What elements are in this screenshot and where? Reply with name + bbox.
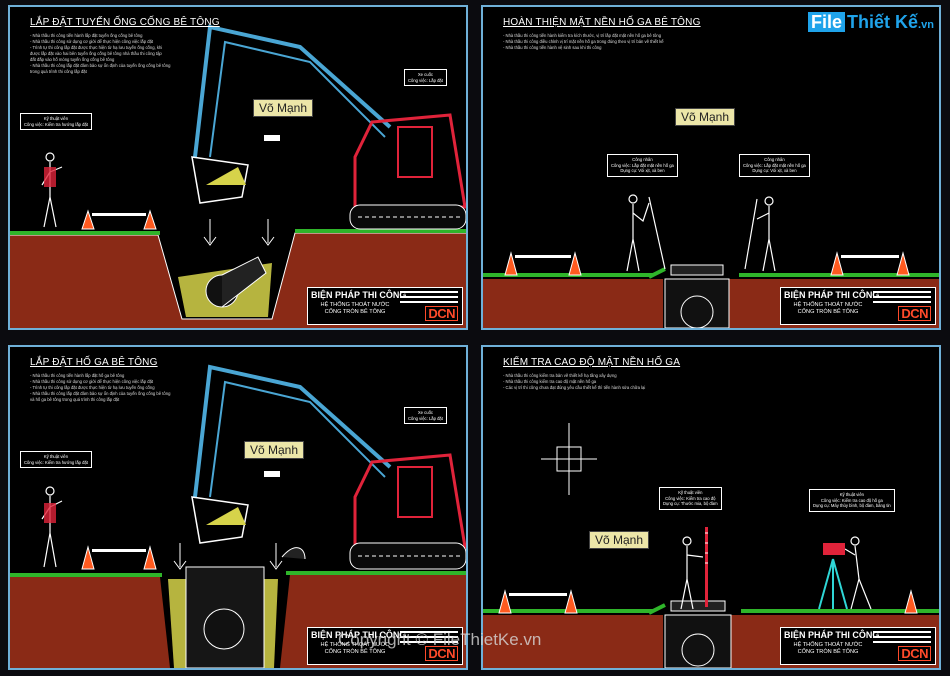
note-line: - Nhà thầu thi công kiểm tra bản vẽ thiế… bbox=[503, 373, 617, 378]
note-line: - Trình tự thi công lắp đặt được thực hi… bbox=[30, 45, 163, 50]
author-tag: Võ Mạnh bbox=[675, 108, 736, 126]
note-line: - Các vị trí thi công chưa đạt đúng yêu … bbox=[503, 385, 646, 390]
note-line: được lắp đặt vào hai bên tuyến ống cống … bbox=[30, 51, 162, 56]
panel-install-manhole: LẮP ĐẶT HỐ GA BÊ TÔNG - Nhà thầu thi côn… bbox=[8, 345, 468, 670]
note-line: - Nhà thầu thi công điều chỉnh vị trí mặ… bbox=[503, 39, 664, 44]
dcn-logo: DCN bbox=[898, 306, 931, 321]
dcn-logo: DCN bbox=[425, 306, 458, 321]
dcn-logo: DCN bbox=[425, 646, 458, 661]
title-block-lines bbox=[400, 291, 458, 306]
note-line: - Nhà thầu thi công tiến hành lắp đặt hố… bbox=[30, 373, 125, 378]
author-tag: Võ Mạnh bbox=[589, 531, 650, 549]
author-tag: Võ Mạnh bbox=[253, 99, 314, 117]
panel-title: KIỂM TRA CAO ĐỘ MẶT NỀN HỐ GA bbox=[503, 357, 681, 368]
note-line: - Nhà thầu thi công sử dụng cơ giới để t… bbox=[30, 379, 154, 384]
note-line: - Trình tự thi công lắp đặt được thực hi… bbox=[30, 385, 155, 390]
note-line: - Nhà thầu thi công tiến hành vệ sinh sa… bbox=[503, 45, 602, 50]
note-line: trong quá trình thi công lắp đặt bbox=[30, 69, 87, 74]
panel-title: HOÀN THIỆN MẶT NỀN HỐ GA BÊ TÔNG bbox=[503, 17, 701, 28]
panel-notes: - Nhà thầu thi công kiểm tra bản vẽ thiế… bbox=[503, 373, 733, 391]
note-line: và hố ga bê tông trong quá trình thi côn… bbox=[30, 397, 120, 402]
note-line: - Nhà thầu thi công sử dụng cơ giới để t… bbox=[30, 39, 154, 44]
note-line: - Nhà thầu thi công kiểm tra cao độ mặt … bbox=[503, 379, 597, 384]
panel-notes: - Nhà thầu thi công tiến hành lắp đặt hố… bbox=[30, 373, 210, 403]
panel-title: LẮP ĐẶT TUYẾN ỐNG CỐNG BÊ TÔNG bbox=[30, 17, 220, 28]
panel-finish-manhole: HOÀN THIỆN MẶT NỀN HỐ GA BÊ TÔNG - Nhà t… bbox=[481, 5, 941, 330]
panel-notes: - Nhà thầu thi công tiến hành kiểm tra k… bbox=[503, 33, 733, 51]
note-line: - Nhà thầu thi công tiến hành lắp đặt tu… bbox=[30, 33, 143, 38]
title-block-lines bbox=[400, 631, 458, 646]
title-block-lines bbox=[873, 291, 931, 306]
note-line: đất đắp vào hố móng tuyến ống cống bê tô… bbox=[30, 57, 115, 62]
scene-workers-manhole bbox=[483, 194, 939, 328]
panel-install-pipe: LẮP ĐẶT TUYẾN ỐNG CỐNG BÊ TÔNG - Nhà thầ… bbox=[8, 5, 468, 330]
author-tag: Võ Mạnh bbox=[244, 441, 305, 459]
note-line: - Nhà thầu thi công lắp đặt đảm bảo sự ổ… bbox=[30, 63, 171, 68]
dcn-logo: DCN bbox=[898, 646, 931, 661]
title-block-lines bbox=[873, 631, 931, 646]
panel-check-elevation: KIỂM TRA CAO ĐỘ MẶT NỀN HỐ GA - Nhà thầu… bbox=[481, 345, 941, 670]
note-line: - Nhà thầu thi công lắp đặt đảm bảo sự ổ… bbox=[30, 391, 171, 396]
copyright-watermark: Copyright © FileThietKe.vn bbox=[338, 630, 542, 649]
panel-title: LẮP ĐẶT HỐ GA BÊ TÔNG bbox=[30, 357, 158, 368]
panel-notes: - Nhà thầu thi công tiến hành lắp đặt tu… bbox=[30, 33, 210, 75]
note-line: - Nhà thầu thi công tiến hành kiểm tra k… bbox=[503, 33, 662, 38]
